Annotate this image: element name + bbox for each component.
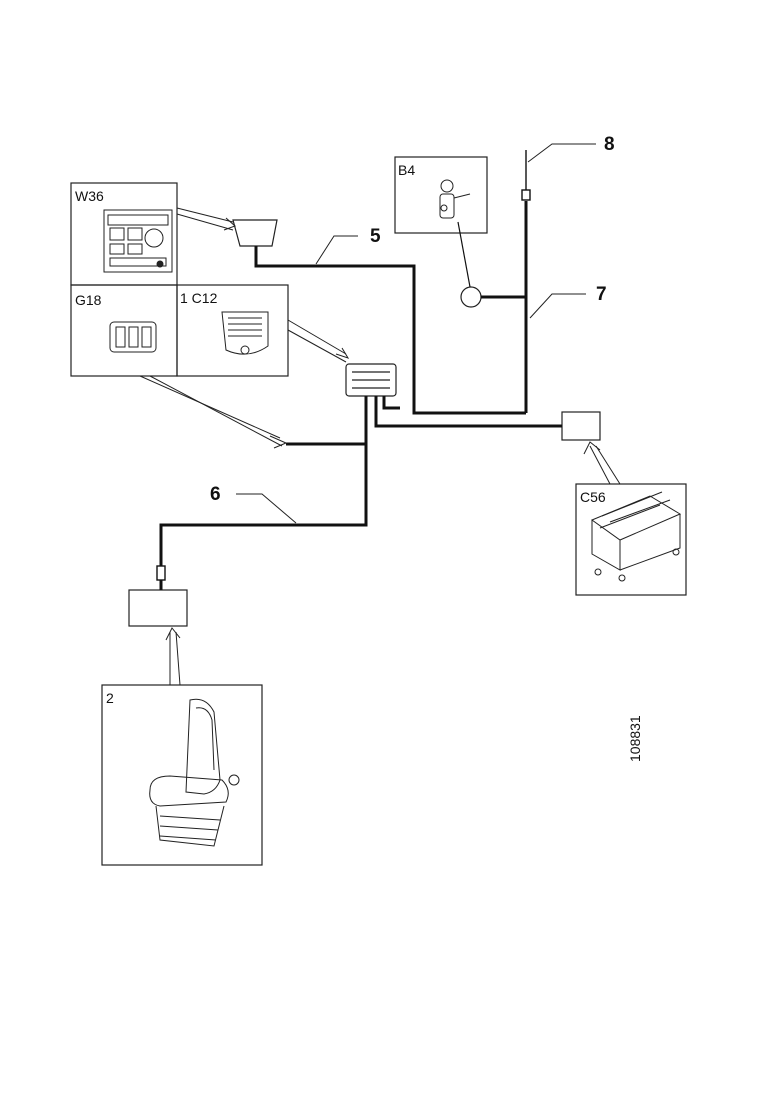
component-box-c12: 1 C12 [176, 284, 289, 377]
sensor-node [460, 286, 482, 308]
callout-6: 6 [210, 484, 221, 505]
component-label-w36: W36 [75, 188, 104, 204]
component-label-seat: 2 [106, 690, 114, 706]
component-label-c56: C56 [580, 489, 606, 505]
callout-leaders [236, 143, 596, 524]
callout-7: 7 [596, 284, 607, 305]
instrument-panel-icon [103, 209, 173, 273]
component-box-w36: W36 [70, 182, 178, 286]
component-box-c56: C56 [575, 483, 687, 596]
dash-unit-box [232, 219, 278, 247]
component-label-b4: B4 [398, 162, 415, 178]
seat-icon [149, 698, 240, 847]
inline-connector [156, 565, 166, 581]
pointer-arrows [139, 207, 621, 686]
central-connector-box [345, 363, 397, 397]
cable-8 [521, 150, 531, 201]
battery-connector-box [561, 411, 601, 441]
sensor-icon [439, 179, 471, 219]
seat-control-box [128, 589, 188, 627]
component-box-seat: 2 [101, 684, 263, 866]
connector-block-icon [221, 311, 269, 355]
harness-wires [159, 201, 562, 590]
callout-5: 5 [370, 226, 381, 247]
drawing-code: 108831 [627, 715, 643, 762]
battery-icon [590, 491, 682, 582]
component-box-g18: G18 [70, 284, 178, 377]
component-box-b4: B4 [394, 156, 488, 234]
component-label-c12: 1 C12 [180, 290, 218, 306]
component-label-g18: G18 [75, 292, 102, 308]
sensor-cable [457, 221, 471, 288]
control-module-icon [109, 321, 157, 353]
callout-8: 8 [604, 134, 615, 155]
